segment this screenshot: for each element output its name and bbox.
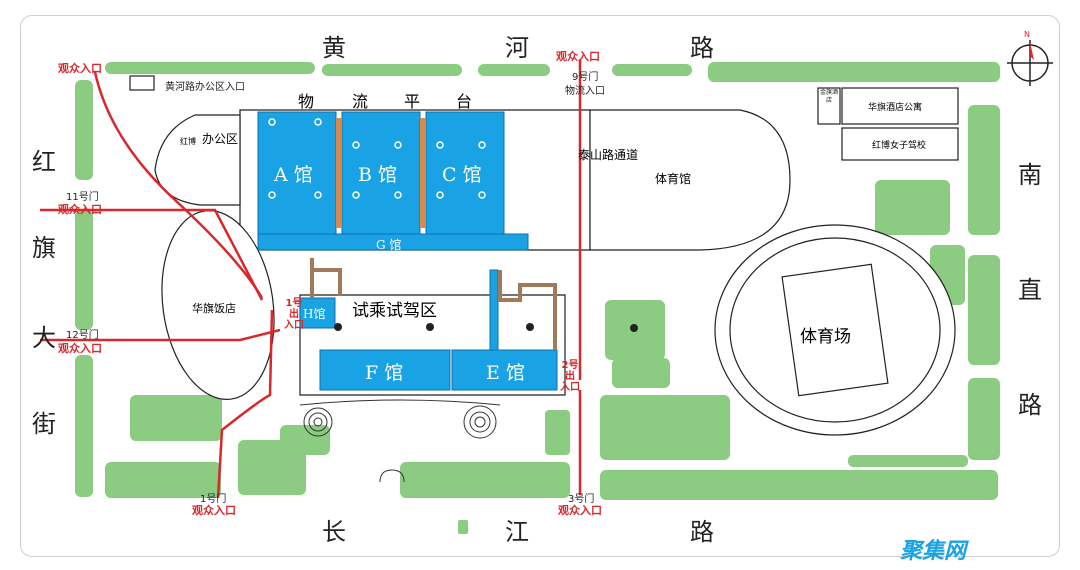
gate11-number: 11号门 — [66, 192, 99, 203]
road-west-char-4: 街 — [32, 410, 56, 438]
green-se-2 — [600, 470, 998, 500]
hall-g-shape — [257, 233, 529, 251]
road-south-char-2: 江 — [505, 518, 529, 546]
side-box-label: 金旗酒店 — [819, 89, 838, 104]
walkways — [310, 258, 557, 350]
road-south-char-1: 长 — [322, 518, 346, 546]
green-east-2 — [968, 255, 1000, 365]
stadium-field — [781, 263, 889, 397]
route-gate12 — [40, 328, 281, 342]
taishan-passage: 泰山路通道 — [578, 148, 639, 162]
green-east-1 — [968, 105, 1000, 235]
visitor-routes — [40, 60, 582, 499]
gym-label: 体育馆 — [655, 172, 692, 186]
logistics-platform-4: 台 — [456, 92, 473, 111]
exit1-marker: 1号出入口 — [284, 298, 304, 331]
gate12-number: 12号门 — [66, 330, 99, 341]
connector — [489, 269, 499, 351]
hall-dots — [268, 118, 486, 199]
hall-e-label: E 馆 — [486, 362, 525, 384]
green-strip-north-2 — [322, 64, 462, 76]
road-south-char-3: 路 — [690, 518, 714, 546]
watermark: 聚集网 — [900, 539, 967, 564]
green-small — [458, 520, 468, 534]
road-west-char-2: 旗 — [32, 234, 56, 262]
road-west-char-3: 大 — [32, 324, 56, 352]
hall-c-label: C 馆 — [442, 164, 482, 186]
halls — [257, 111, 558, 391]
entrance-gate12-label: 观众入口 — [58, 342, 102, 355]
entrance-gate9-label: 观众入口 — [556, 50, 600, 63]
green-east-3 — [968, 378, 1000, 460]
fountains — [299, 399, 501, 483]
logistics-entry-label: 物流入口 — [565, 86, 605, 97]
green-se-1 — [600, 395, 730, 460]
driving-school-box — [841, 127, 959, 161]
entrance-gate1-label: 观众入口 — [192, 504, 236, 517]
huaqi-hotel-label: 华旗饭店 — [192, 302, 236, 315]
green-s-4 — [545, 410, 570, 455]
hall-a-label: A 馆 — [274, 164, 313, 186]
stadium-label: 体育场 — [800, 327, 851, 347]
road-north-char-3: 路 — [690, 34, 714, 62]
road-north-char-2: 河 — [505, 34, 529, 62]
green-mid-2 — [612, 358, 670, 388]
test-drive-dots — [334, 323, 638, 332]
gate3-number: 3号门 — [568, 494, 595, 505]
hotel-apartment-label: 华旗酒店公寓 — [868, 103, 923, 113]
hall-g-label: G 馆 — [376, 238, 402, 252]
entrance-gate11-label: 观众入口 — [58, 203, 102, 216]
gate1-number: 1号门 — [200, 494, 227, 505]
hall-b-label: B 馆 — [358, 164, 398, 186]
hotel-apartment-box — [841, 87, 959, 125]
hall-h-label: H馆 — [303, 307, 326, 321]
entrance-gate3-label: 观众入口 — [558, 504, 602, 517]
route-gate1 — [216, 309, 274, 499]
hall-f-shape — [319, 349, 451, 391]
hall-f-label: F 馆 — [365, 362, 404, 384]
green-west-3 — [75, 355, 93, 497]
road-north-char-1: 黄 — [322, 34, 346, 62]
hall-h-shape — [299, 297, 336, 329]
office-small-label: 红博 — [180, 137, 196, 146]
office-entry-label: 黄河路办公区入口 — [165, 82, 245, 93]
test-drive-label: 试乘试驾区 — [352, 301, 437, 321]
hall-c-shape — [425, 111, 505, 235]
hall-dividers — [336, 118, 426, 228]
route-nw — [93, 71, 264, 299]
green-west-1 — [75, 80, 93, 180]
green-sw-1 — [130, 395, 222, 441]
north-label: N — [1024, 30, 1030, 39]
green-strip-north-5 — [708, 62, 1000, 82]
exit2-marker: 2号出入口 — [560, 360, 580, 393]
road-east-char-1: 南 — [1018, 161, 1042, 189]
route-gate11 — [40, 208, 264, 301]
gate9-number: 9号门 — [572, 72, 599, 83]
gate-box-nw — [129, 75, 155, 91]
compass — [1007, 40, 1053, 86]
road-east-char-2: 直 — [1018, 276, 1042, 304]
driving-school-label: 红博女子驾校 — [872, 141, 927, 151]
entrance-nw-label: 观众入口 — [58, 62, 102, 75]
green-ne-1 — [875, 180, 950, 235]
road-east-char-3: 路 — [1018, 391, 1042, 419]
logistics-platform-2: 流 — [352, 92, 369, 111]
office-label: 办公区 — [202, 132, 239, 146]
green-sw-2 — [105, 462, 221, 498]
office-building — [154, 114, 241, 206]
green-s-2 — [400, 462, 570, 498]
logistics-platform-1: 物 — [298, 92, 315, 111]
green-s-3 — [280, 425, 330, 455]
green-strip-north-4 — [612, 64, 692, 76]
green-e-strip — [848, 455, 968, 467]
green-strip-north-3 — [478, 64, 550, 76]
road-west-char-1: 红 — [32, 148, 56, 176]
logistics-platform-3: 平 — [404, 92, 421, 111]
green-strip-north-1 — [105, 62, 315, 74]
green-west-2 — [75, 210, 93, 330]
hall-e-shape — [451, 349, 558, 391]
side-box — [817, 87, 841, 125]
gymnasium — [589, 109, 791, 251]
